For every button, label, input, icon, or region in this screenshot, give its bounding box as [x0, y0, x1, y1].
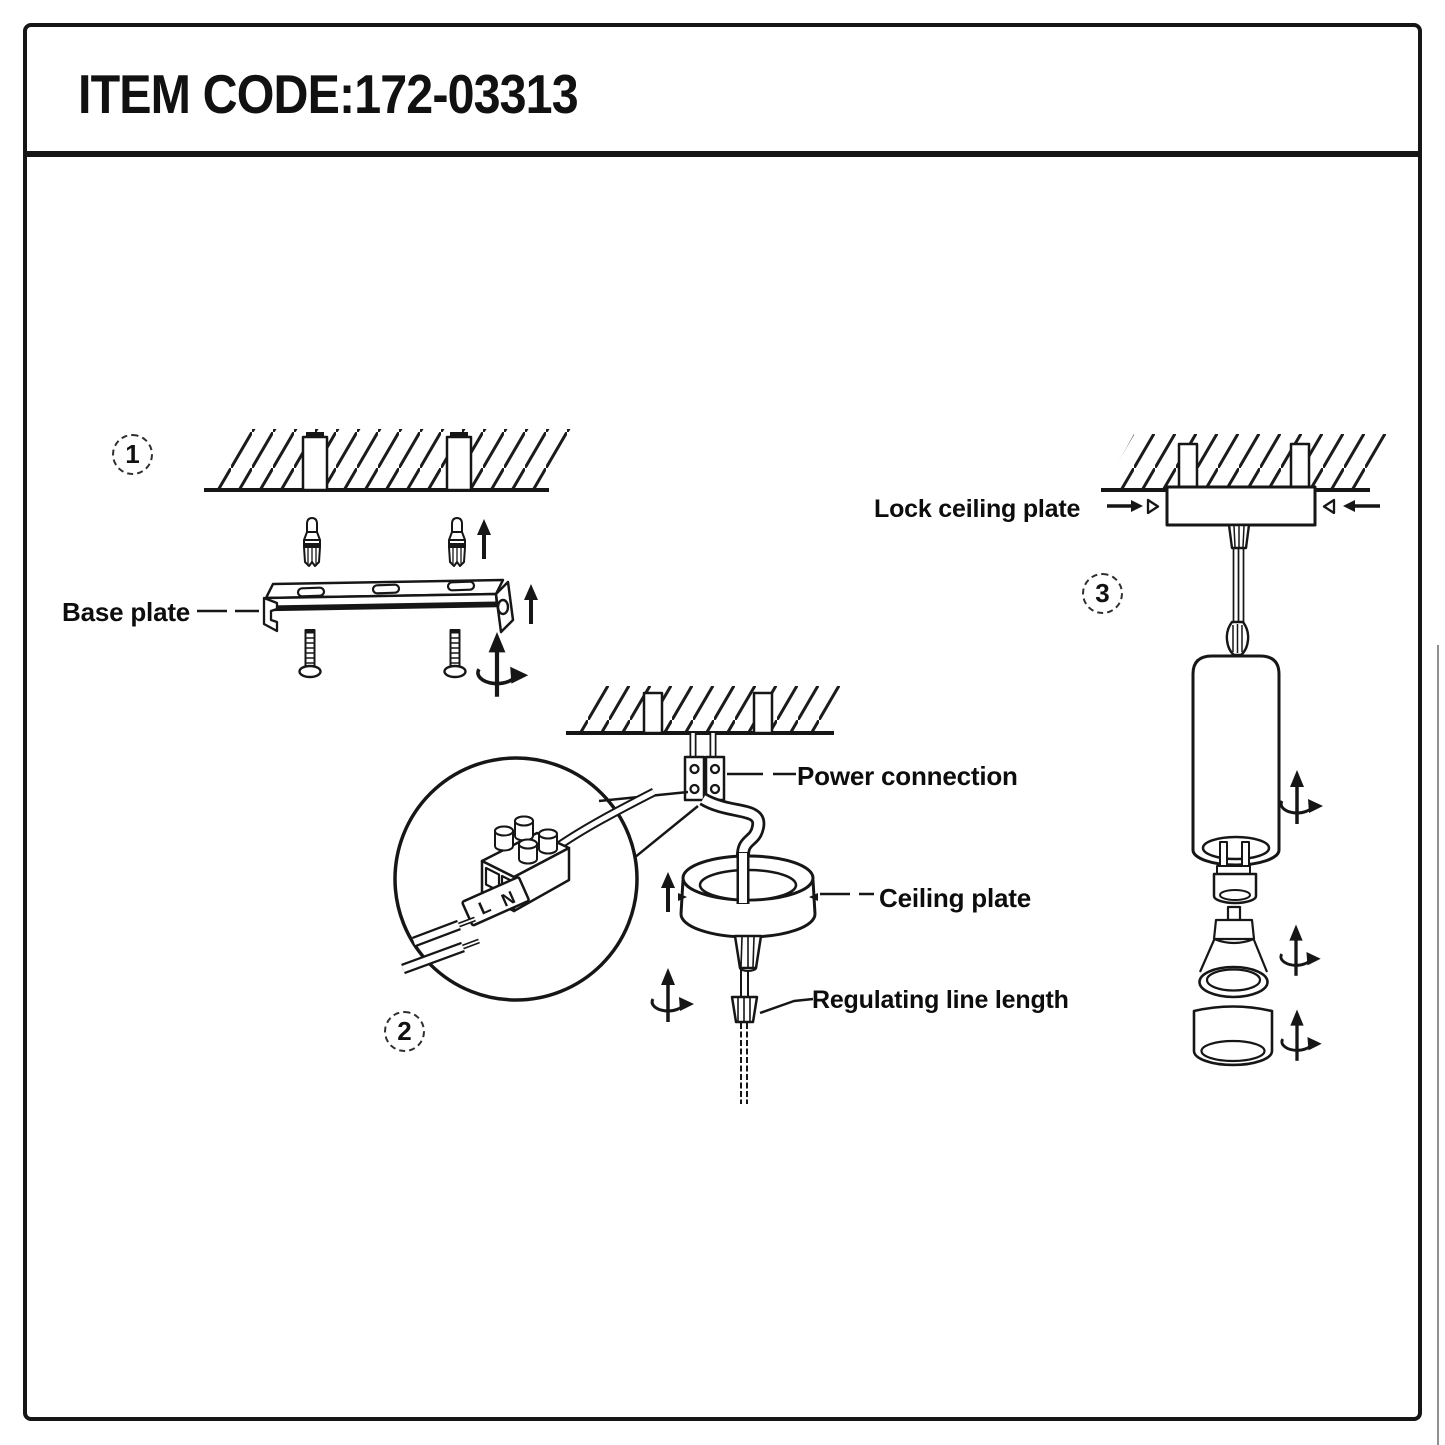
- lamp-socket-drawing: [1212, 872, 1258, 905]
- ceiling-plate-drawing: [678, 852, 818, 939]
- power-connection-blocks: [683, 755, 726, 802]
- step-2-badge: 2: [384, 1011, 425, 1052]
- screw-icon: [298, 628, 322, 679]
- step2-wiring-diagram: L N: [393, 686, 854, 1104]
- up-arrow-icon: [522, 582, 540, 626]
- lock-ceiling-plate-label: Lock ceiling plate: [874, 495, 1081, 523]
- page-border: [23, 23, 1422, 1421]
- step-3-number: 3: [1095, 578, 1110, 608]
- cord-into-plate: [699, 792, 766, 870]
- step-3-badge: 3: [1082, 573, 1123, 614]
- shade-cap-drawing: [1192, 1005, 1274, 1067]
- step-2-number: 2: [397, 1016, 412, 1046]
- scan-artifact-line: [1437, 645, 1439, 1445]
- bulb-drawing: [1198, 905, 1269, 999]
- base-plate-label: Base plate: [62, 597, 191, 627]
- terminal-ln-plate: L N: [461, 876, 530, 927]
- regulating-leader-line: [759, 997, 814, 1015]
- ceiling-hatch-step1: [204, 429, 581, 492]
- magnifier-callout: L N: [393, 756, 699, 1002]
- base-plate-drawing: [262, 578, 515, 634]
- wall-anchor-icon: [303, 517, 321, 567]
- screw-icon: [443, 628, 467, 679]
- step3-assembly-diagram: [1101, 434, 1397, 1067]
- lock-direction-arrows: [1107, 498, 1380, 515]
- locked-ceiling-plate-drawing: [1165, 485, 1317, 527]
- supply-wires: [689, 733, 717, 759]
- ceiling-hatch-step2: [566, 686, 854, 735]
- rotate-arrow-icon: [478, 632, 528, 697]
- rotate-arrow-icon: [1279, 768, 1325, 826]
- step1-base-plate-diagram: [197, 429, 581, 697]
- cord-grip-and-adjuster: [730, 934, 763, 1104]
- step-1-number: 1: [125, 439, 140, 469]
- step-1-badge: 1: [112, 434, 153, 475]
- wall-anchor-icon: [448, 517, 466, 567]
- suspension-cable: [1225, 523, 1251, 657]
- rotate-arrow-icon: [650, 966, 696, 1024]
- ceiling-hatch-step3: [1101, 434, 1397, 492]
- header-divider: [25, 151, 1420, 157]
- item-code-title: ITEM CODE:172-03313: [78, 63, 579, 125]
- rotate-arrow-icon: [1280, 1007, 1324, 1063]
- ceiling-plate-label: Ceiling plate: [879, 883, 1031, 913]
- up-arrow-icon: [475, 517, 493, 561]
- power-connection-label: Power connection: [797, 761, 1018, 791]
- up-arrow-icon: [659, 870, 677, 914]
- rotate-arrow-icon: [1279, 922, 1323, 978]
- pendant-cylinder-drawing: [1191, 654, 1281, 875]
- stripped-wires: [401, 916, 480, 975]
- regulating-line-length-label: Regulating line length: [812, 986, 1069, 1014]
